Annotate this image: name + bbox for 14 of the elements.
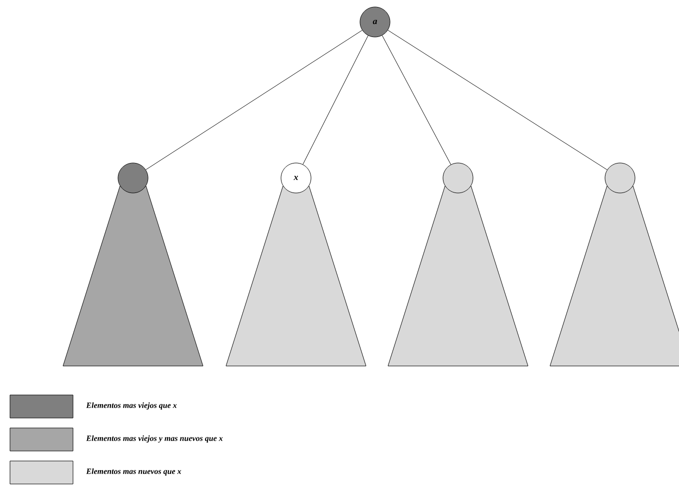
tree-node-circle <box>604 162 636 194</box>
tree-node-circle <box>118 162 148 194</box>
subtree-triangle <box>226 186 366 366</box>
subtree-triangle <box>550 186 679 366</box>
legend-text: Elementos mas nuevos que x <box>86 468 182 476</box>
tree-edge <box>302 35 368 165</box>
tree-edge <box>388 30 608 170</box>
tree-edge <box>382 35 452 165</box>
tree-edge <box>146 30 362 170</box>
legend-text: Elementos mas viejos y mas nuevos que x <box>86 435 223 443</box>
legend-text: Elementos mas viejos que x <box>86 402 177 410</box>
subtree-triangle <box>388 186 528 366</box>
tree-node-circle <box>442 162 474 194</box>
subtree-triangle <box>62 186 204 366</box>
